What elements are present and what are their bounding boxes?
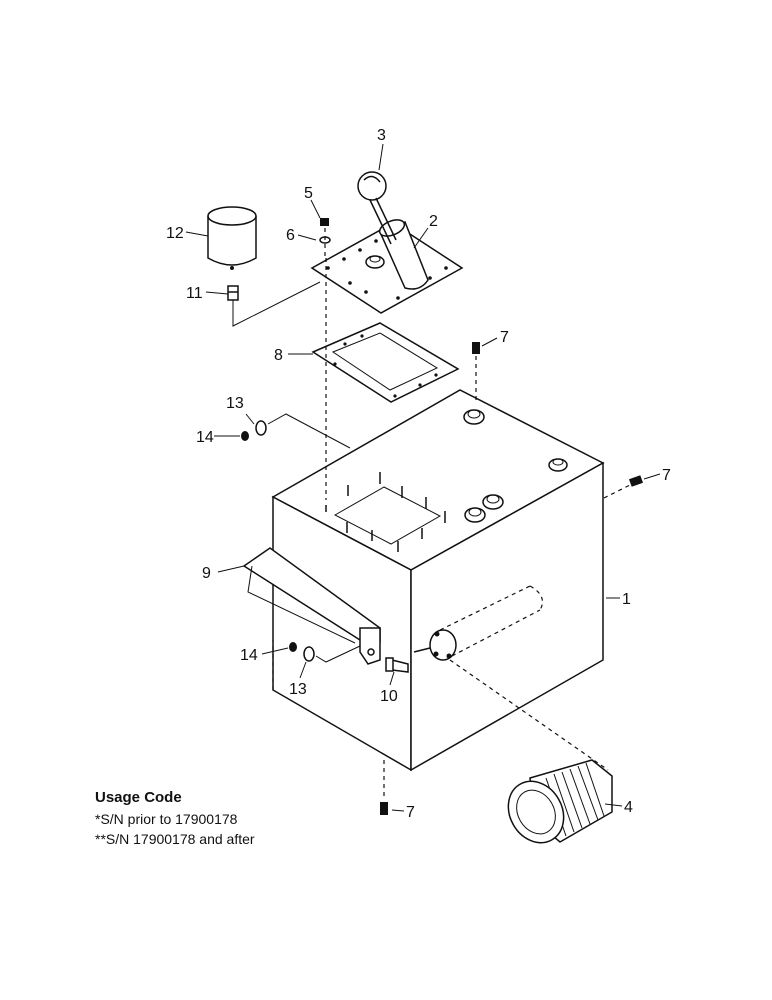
plug-top [472,342,480,354]
callout-7-bottom: 7 [406,804,415,821]
capscrew [385,657,409,673]
callout-7-top: 7 [500,329,509,346]
usage-code-line-1: *S/N prior to 17900178 [95,811,238,827]
callout-14-lower: 14 [240,647,258,664]
filter-element [507,759,613,844]
usage-code-legend: Usage Code *S/N prior to 17900178 **S/N … [95,789,255,851]
callout-13-lower: 13 [289,681,307,698]
breather [207,206,257,270]
dipstick-cap [357,171,397,245]
side-fitting [413,629,457,661]
usage-code-title: Usage Code [95,789,182,806]
adapter-fitting [227,285,239,301]
callout-11: 11 [186,285,203,302]
callout-4: 4 [624,799,633,816]
usage-code-line-2: **S/N 17900178 and after [95,831,255,847]
leader-lines [185,143,661,812]
washer-lower [303,646,315,662]
callout-12: 12 [166,225,184,242]
callout-8: 8 [274,347,283,364]
plug-bottom [380,802,388,815]
callout-14-upper: 14 [196,429,214,446]
nut [320,218,329,226]
callout-3: 3 [377,127,386,144]
callout-2: 2 [429,213,438,230]
tank-top-opening [325,472,446,552]
bolt-upper [241,431,249,441]
tank-top-fittings [463,409,568,523]
bolt-lower [289,642,297,652]
callout-10: 10 [380,688,398,705]
callout-1: 1 [622,591,631,608]
gasket [311,322,460,403]
callout-5: 5 [304,185,313,202]
callout-13-upper: 13 [226,395,244,412]
callout-6: 6 [286,227,295,244]
callout-7-right: 7 [662,467,671,484]
washer-upper [255,420,267,436]
plug-right [628,475,644,487]
callout-9: 9 [202,565,211,582]
hydraulic-tank [271,389,605,772]
filler-tube [378,219,429,290]
strap-bracket [242,547,381,665]
